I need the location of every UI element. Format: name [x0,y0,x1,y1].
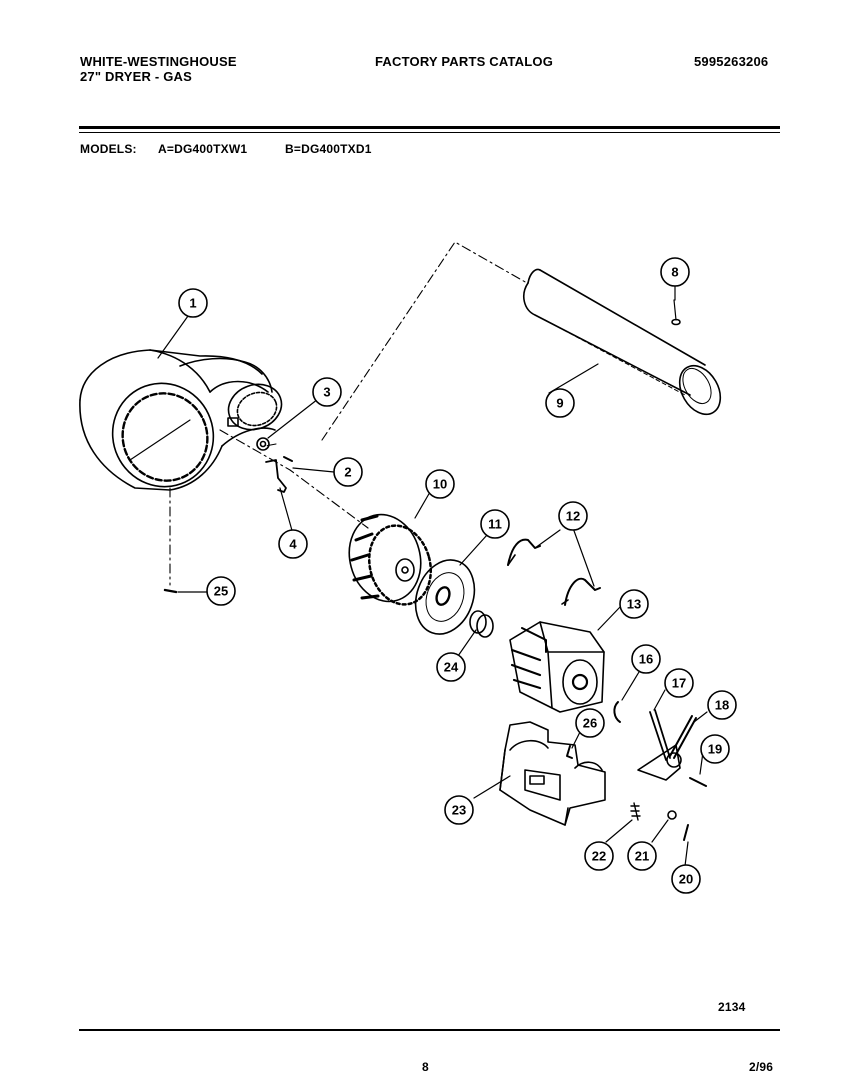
callout-circle [444,795,474,825]
callout-number: 9 [556,396,563,411]
callout-circle [575,708,605,738]
brand-name: WHITE-WESTINGHOUSE [80,54,237,69]
seal-disc-part [414,559,476,635]
mount-clip-part [566,745,573,759]
motor-part [509,621,605,713]
callout-number: 13 [627,597,641,612]
spring-clip-part [613,701,621,723]
callout-2: 2 [333,457,363,487]
callout-21: 21 [627,841,657,871]
callout-number: 20 [679,872,693,887]
callout-number: 16 [639,652,653,667]
callout-8: 8 [660,257,690,287]
callout-11: 11 [480,509,510,539]
callout-4: 4 [278,529,308,559]
callout-24: 24 [436,652,466,682]
motor-mount-part [499,721,606,826]
callout-circle [671,864,701,894]
callout-number: 17 [672,676,686,691]
callout-17: 17 [664,668,694,698]
header-rule-thick [79,126,780,129]
callout-circle [206,576,236,606]
idler-arm-part [637,709,697,781]
model-b: B=DG400TXD1 [285,142,372,156]
callout-circle [178,288,208,318]
callout-13: 13 [619,589,649,619]
callout-circle [312,377,342,407]
callout-number: 2 [344,465,351,480]
leader-lines [157,284,708,867]
callout-number: 11 [488,517,502,532]
callout-number: 1 [189,296,196,311]
callout-number: 3 [323,385,330,400]
catalog-number: 5995263206 [694,54,769,69]
callout-26: 26 [575,708,605,738]
callout-16: 16 [631,644,661,674]
callout-number: 23 [452,803,466,818]
bushing-part [469,610,494,638]
hardware-small-parts [256,437,293,493]
callout-1: 1 [178,288,208,318]
callout-25: 25 [206,576,236,606]
callout-20: 20 [671,864,701,894]
callout-number: 18 [715,698,729,713]
callout-circle [333,457,363,487]
drum-screw-part [671,299,681,326]
callout-9: 9 [545,388,575,418]
header-rule-thin [79,132,780,133]
callout-18: 18 [707,690,737,720]
callout-number: 4 [289,537,297,552]
callout-number: 22 [592,849,606,864]
callout-circle [664,668,694,698]
callout-number: 8 [671,265,678,280]
callout-circle [619,589,649,619]
callout-circle [558,501,588,531]
callout-circle [425,469,455,499]
callout-number: 21 [635,849,649,864]
callout-circle [627,841,657,871]
revision-date: 2/96 [749,1060,774,1074]
blower-wheel-part [348,513,433,606]
callout-circle [545,388,575,418]
callout-circle [700,734,730,764]
catalog-title: FACTORY PARTS CATALOG [375,54,554,69]
figure-number: 2134 [718,1000,746,1014]
models-label: MODELS: [80,142,137,156]
callout-circle [631,644,661,674]
assembly-dash-lines [169,241,528,586]
cylinder-part [523,268,722,416]
callout-3: 3 [312,377,342,407]
footer-rule [79,1029,780,1031]
callout-number: 19 [708,742,722,757]
callout-number: 24 [444,660,459,675]
callout-12: 12 [558,501,588,531]
callout-number: 10 [433,477,447,492]
callout-circle [480,509,510,539]
callout-19: 19 [700,734,730,764]
callout-circle [278,529,308,559]
blower-housing-part [79,349,283,491]
callout-number: 25 [214,584,228,599]
callout-circle [660,257,690,287]
model-a: A=DG400TXW1 [158,142,248,156]
callout-circle [584,841,614,871]
callout-23: 23 [444,795,474,825]
product-type: 27" DRYER - GAS [80,69,192,84]
callout-10: 10 [425,469,455,499]
callout-number: 26 [583,716,597,731]
page-number: 8 [422,1060,429,1074]
motor-clamps-part [507,538,601,606]
screw-part [163,588,178,594]
callout-circle [707,690,737,720]
callout-number: 12 [566,509,580,524]
callout-22: 22 [584,841,614,871]
idler-hardware-parts [630,777,707,841]
callout-circle [436,652,466,682]
